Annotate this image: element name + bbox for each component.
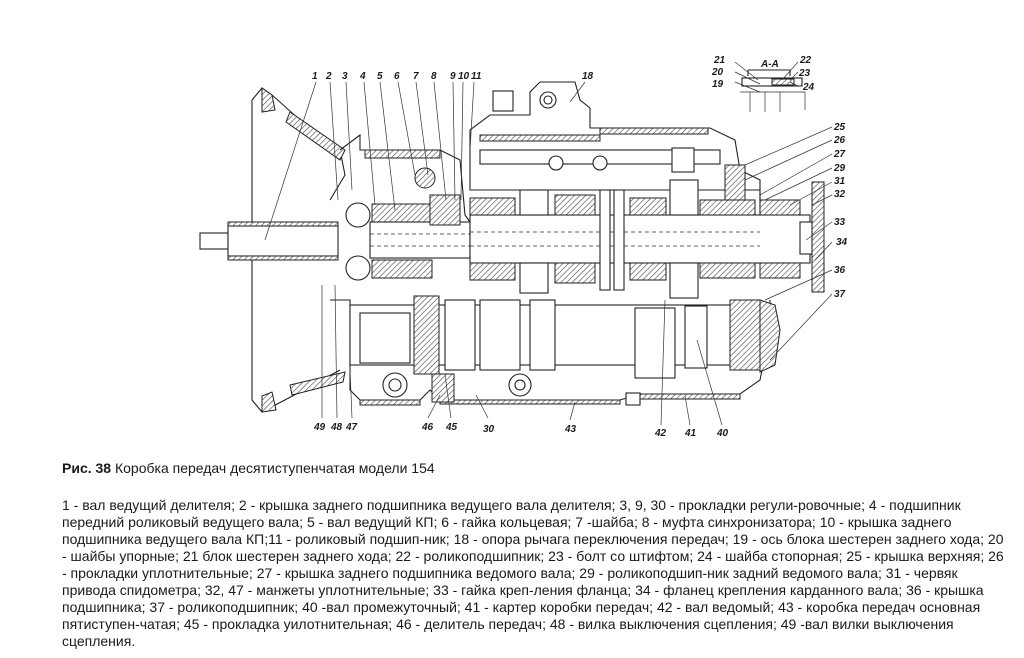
figure-caption: Рис. 38 Коробка передач десятиступенчата… (62, 459, 435, 477)
callout-49: 49 (313, 422, 326, 433)
callout-25: 25 (833, 122, 846, 133)
figure-number: Рис. 38 (62, 460, 112, 476)
callout-40: 40 (716, 428, 729, 439)
callout-23: 23 (798, 68, 811, 79)
callout-42: 42 (654, 428, 667, 439)
callout-36: 36 (834, 265, 846, 276)
callout-48: 48 (330, 422, 343, 433)
callout-22: 22 (799, 55, 812, 66)
callout-32: 32 (834, 189, 846, 200)
callout-31: 31 (834, 176, 846, 187)
callout-47: 47 (345, 422, 358, 433)
callout-24: 24 (802, 82, 815, 93)
callout-18: 18 (582, 71, 594, 82)
callout-43: 43 (564, 424, 577, 435)
callout-41: 41 (684, 428, 697, 439)
callout-30: 30 (483, 424, 495, 435)
callout-8: 8 (431, 71, 437, 82)
section-label: А-А (760, 59, 779, 70)
callout-21: 21 (713, 55, 726, 66)
callout-27: 27 (833, 149, 846, 160)
callout-11: 11 (471, 71, 482, 82)
input-shaft (199, 221, 339, 261)
callout-34: 34 (836, 237, 848, 248)
callout-4: 4 (359, 71, 366, 82)
clutch-housing (251, 87, 346, 413)
figure-title: Коробка передач десятиступенчатая модели… (114, 460, 435, 476)
callout-2: 2 (325, 71, 332, 82)
output-flange (759, 181, 825, 293)
countershaft (349, 295, 781, 379)
parts-legend: 1 - вал ведущий делителя; 2 - крышка зад… (62, 497, 1004, 649)
callout-7: 7 (413, 71, 419, 82)
leader-lines (264, 61, 833, 426)
callout-20: 20 (711, 67, 724, 78)
callout-5: 5 (377, 71, 383, 82)
callout-1: 1 (312, 71, 318, 82)
callout-37: 37 (834, 289, 846, 300)
callout-45: 45 (445, 422, 458, 433)
callout-29: 29 (833, 163, 846, 174)
callout-3: 3 (342, 71, 348, 82)
gearbox-housing (330, 164, 771, 406)
gearbox-diagram: А-А (199, 55, 848, 439)
callout-33: 33 (834, 217, 846, 228)
main-shaft (469, 179, 811, 299)
callout-6: 6 (394, 71, 400, 82)
callout-26: 26 (833, 135, 846, 146)
callout-9: 9 (450, 71, 456, 82)
divider-housing (339, 133, 471, 281)
section-a-a-inset: А-А (740, 59, 806, 112)
callout-19: 19 (712, 79, 724, 90)
top-cover (469, 81, 761, 220)
callout-10: 10 (458, 71, 470, 82)
callout-46: 46 (421, 422, 434, 433)
callout-labels: 1 2 3 4 5 6 7 8 9 10 11 18 19 20 21 22 2… (312, 55, 848, 439)
